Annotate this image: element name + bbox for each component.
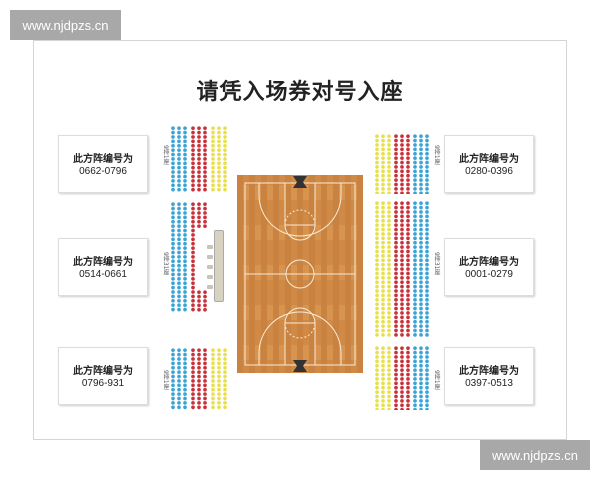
chair xyxy=(207,245,213,249)
chair xyxy=(207,255,213,259)
seat-block-yellow xyxy=(374,201,392,337)
page-title: 请凭入场券对号入座 xyxy=(196,80,404,105)
seat-block-red xyxy=(190,126,208,192)
chair xyxy=(207,285,213,289)
seat-block-yellow xyxy=(210,348,228,410)
row-label: 9排1座 xyxy=(433,145,440,165)
seat-block-red xyxy=(393,201,411,337)
center-circle xyxy=(285,259,315,289)
seat-block-blue xyxy=(412,201,430,337)
seat-block-yellow xyxy=(374,346,392,410)
section-range: 0796-931 xyxy=(81,378,125,389)
hoop-top xyxy=(293,176,307,188)
section-heading: 此方阵编号为 xyxy=(73,154,133,165)
seat-block-red xyxy=(196,202,208,228)
seat-block-blue xyxy=(170,348,188,410)
row-label: 9排1座 xyxy=(162,370,169,390)
section-range: 0397-0513 xyxy=(465,378,513,389)
seat-block-yellow xyxy=(374,134,392,194)
seat-block-red xyxy=(196,290,208,312)
section-heading: 此方阵编号为 xyxy=(459,366,519,377)
watermark-bottom: www.njdpzs.cn xyxy=(480,440,590,470)
row-label: 9排31座 xyxy=(162,252,169,276)
seat-block-red xyxy=(393,134,411,194)
chair xyxy=(207,275,213,279)
seat-block-blue xyxy=(170,202,188,312)
seat-block-blue xyxy=(170,126,188,192)
basketball-court xyxy=(237,175,363,373)
seat-block-red xyxy=(190,348,208,410)
seat-block-red xyxy=(190,202,196,312)
hoop-bottom xyxy=(293,360,307,372)
row-label: 9排1座 xyxy=(162,145,169,165)
seat-block-red xyxy=(393,346,411,410)
section-range: 0662-0796 xyxy=(79,166,127,177)
seat-block-blue xyxy=(412,346,430,410)
section-heading: 此方阵编号为 xyxy=(73,366,133,377)
three-point-top xyxy=(258,183,342,237)
seat-block-yellow xyxy=(210,126,228,192)
row-label: 9排31座 xyxy=(433,252,440,276)
stage xyxy=(214,230,224,302)
section-heading: 此方阵编号为 xyxy=(459,154,519,165)
section-range: 0280-0396 xyxy=(465,166,513,177)
three-point-bottom xyxy=(258,311,342,365)
section-heading: 此方阵编号为 xyxy=(459,257,519,268)
chair xyxy=(207,265,213,269)
seating-chart-frame xyxy=(33,40,567,440)
seat-block-blue xyxy=(412,134,430,194)
section-range: 0514-0661 xyxy=(79,269,127,280)
watermark-top: www.njdpzs.cn xyxy=(10,10,121,40)
section-range: 0001-0279 xyxy=(465,269,513,280)
section-heading: 此方阵编号为 xyxy=(73,257,133,268)
row-label: 9排1座 xyxy=(433,370,440,390)
